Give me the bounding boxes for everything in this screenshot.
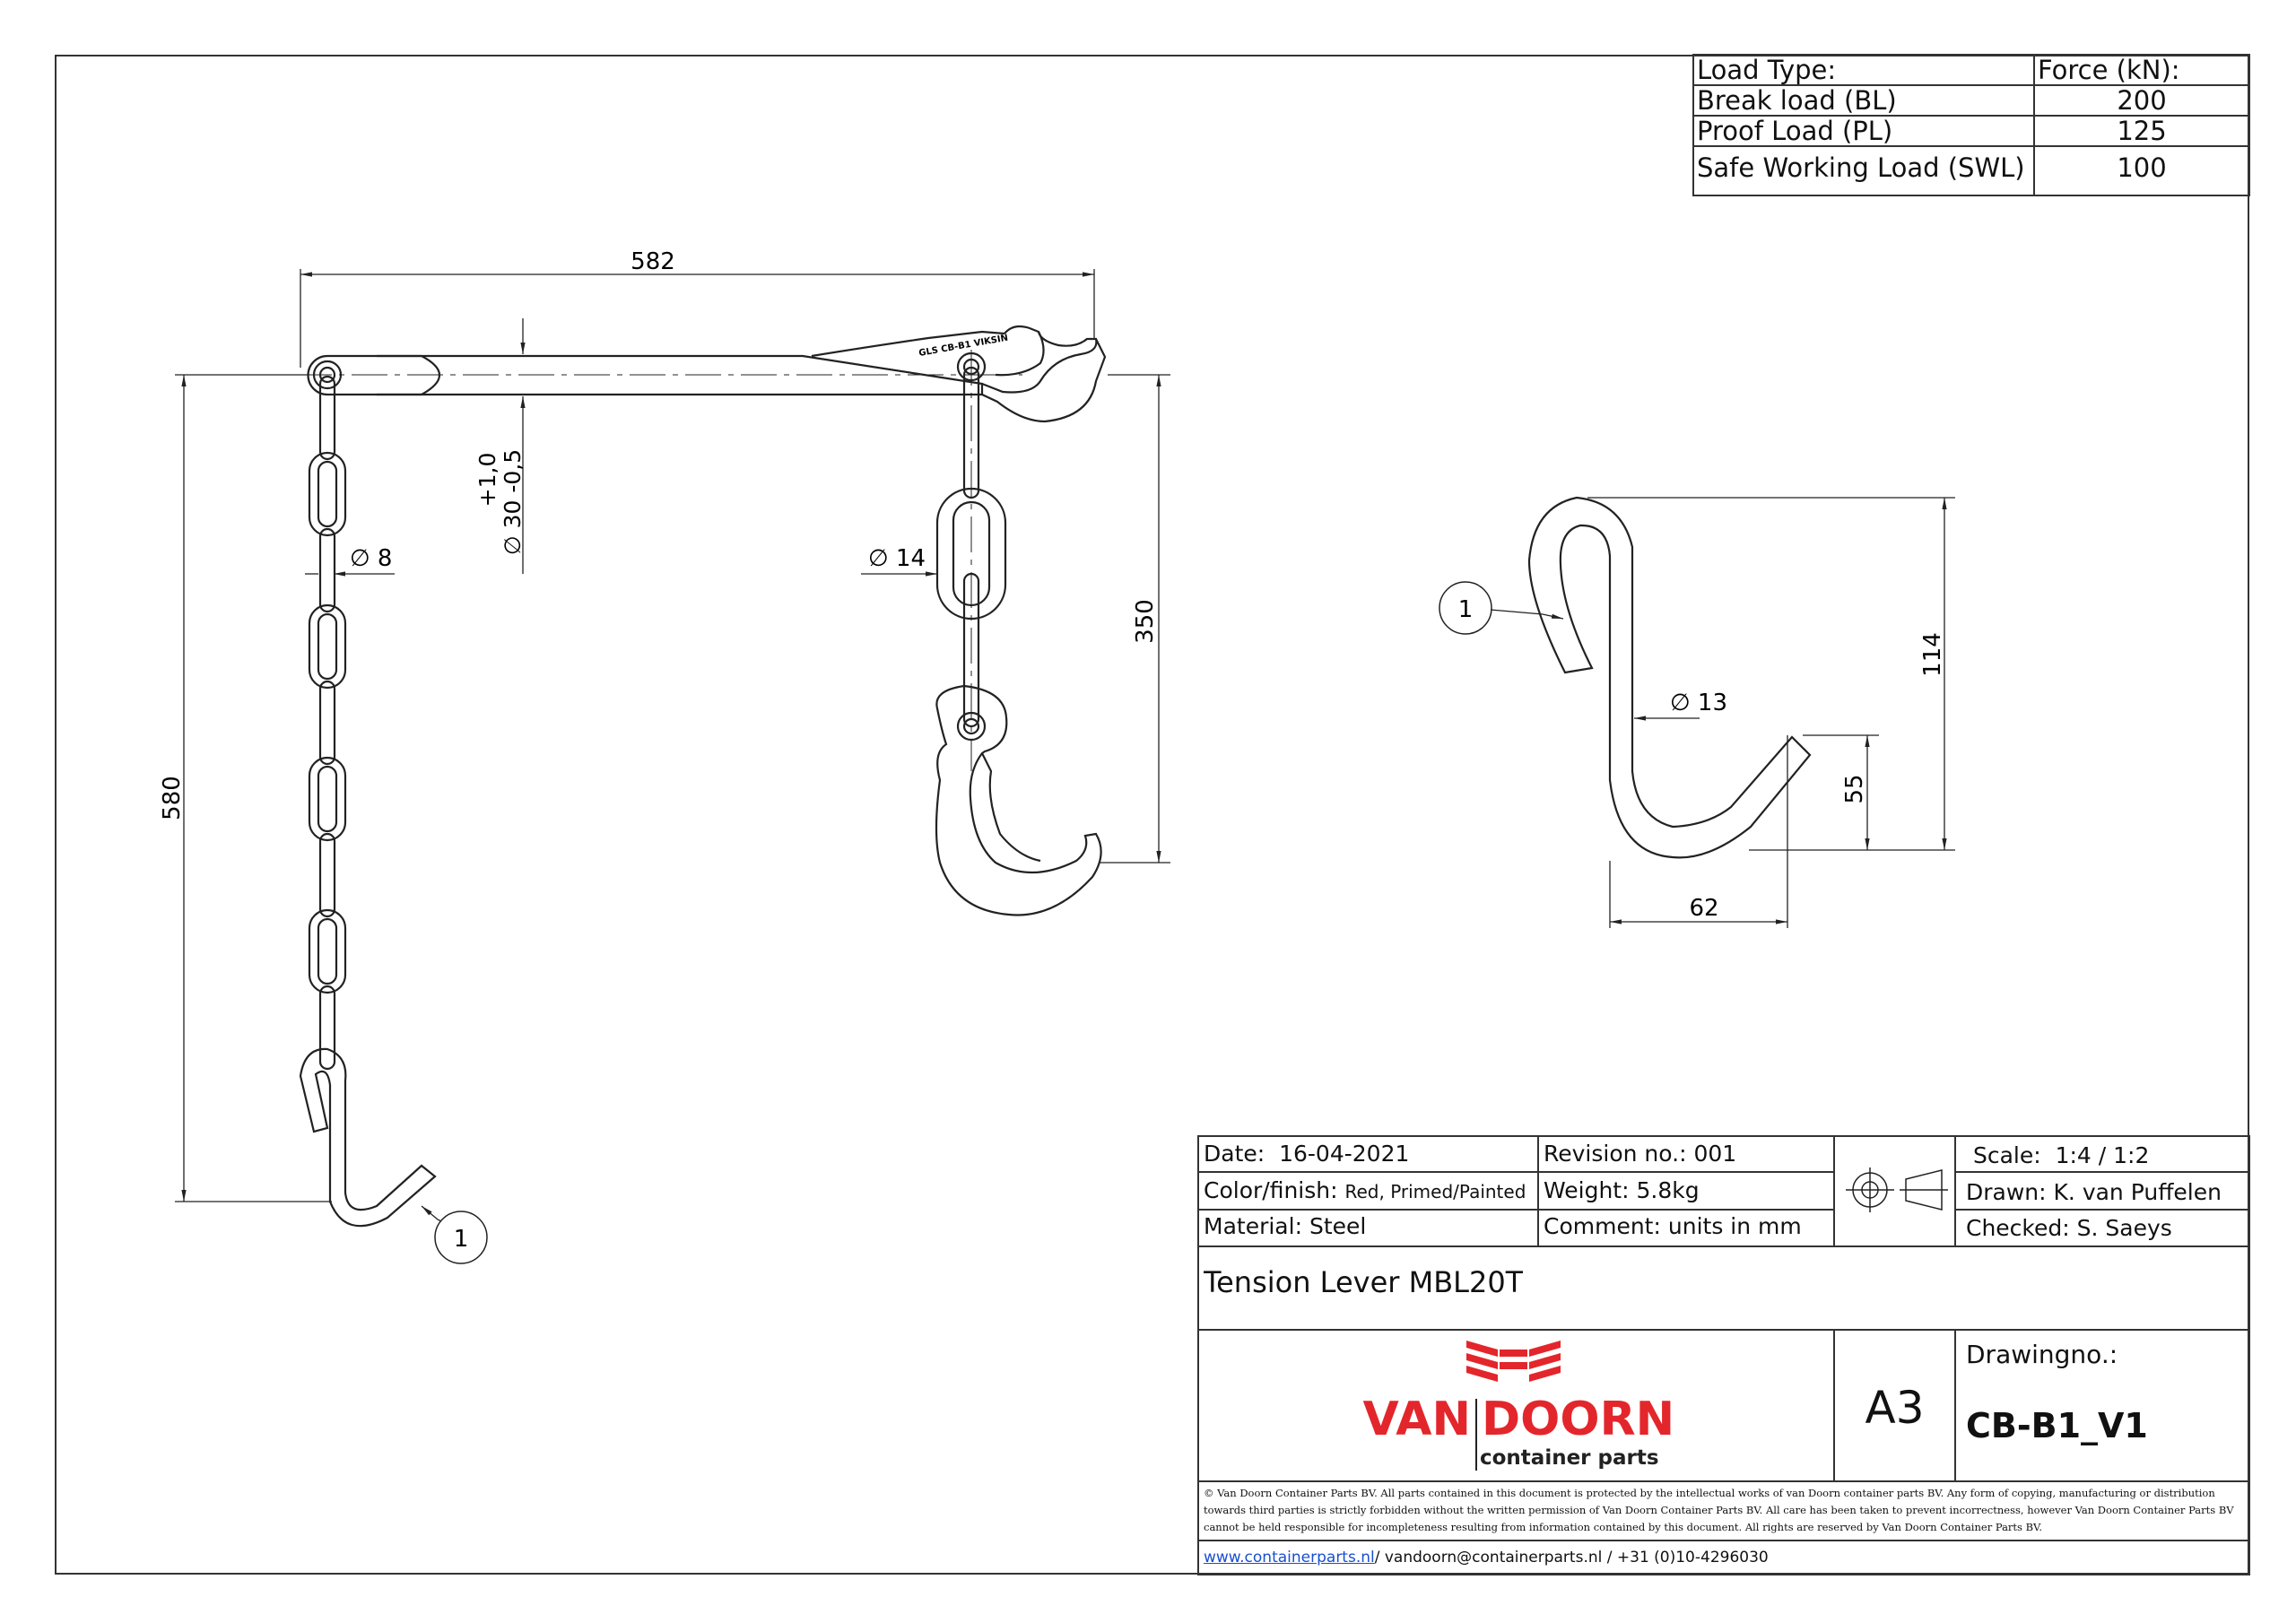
projection-symbol [1846,1167,1948,1212]
dim-shook-width: 62 [1689,895,1718,922]
break-load-value: 200 [2117,85,2167,116]
website-link[interactable]: www.containerparts.nl [1204,1549,1375,1567]
proof-load-value: 125 [2117,116,2167,146]
dim-shaft-tolerance: +1,0 [474,453,500,508]
dim-shook-tip: 55 [1841,774,1868,803]
grab-hook [935,684,1102,916]
weight-field: Weight: 5.8kg [1544,1177,1700,1203]
comment-field: Comment: units in mm [1544,1213,1802,1239]
drawingno-label: Drawingno.: [1966,1340,2118,1369]
checked-field: Checked: S. Saeys [1966,1215,2172,1241]
svg-text:container parts: container parts [1480,1446,1659,1470]
tension-lever-assembly [299,325,1107,1228]
drawingno-value: CB-B1_V1 [1966,1406,2148,1445]
load-type-header: Load Type: [1697,55,1837,85]
chain [308,375,347,1071]
date-field: Date: 16-04-2021 [1204,1141,1410,1167]
swl-value: 100 [2117,152,2167,183]
dim-shaft-diameter: ∅ 30 -0,5 [500,449,526,555]
drawing-frame [55,55,2249,1575]
break-load-label: Break load (BL) [1697,85,1897,116]
dim-hook-height: 350 [1132,599,1159,644]
lever-hook-end [981,325,1107,423]
dim-link-diameter: ∅ 14 [868,545,926,572]
dim-shook-height: 114 [1919,632,1946,677]
swl-label: Safe Working Load (SWL) [1697,152,2025,183]
proof-load-label: Proof Load (PL) [1697,116,1893,146]
lever-bar [307,354,984,396]
revision-field: Revision no.: 001 [1544,1141,1737,1167]
load-table [1692,54,2250,196]
svg-text:1: 1 [1458,596,1474,623]
dim-top-width: 582 [631,248,675,275]
title-block-grid [1197,1135,2250,1575]
dim-shook-diameter: ∅ 13 [1670,690,1727,716]
force-header: Force (kN): [2038,55,2180,85]
s-hook-detail [1527,496,1812,859]
material-field: Material: Steel [1204,1213,1367,1239]
balloon-right: 1 [1439,581,1492,635]
legal-notice: © Van Doorn Container Parts BV. All part… [1204,1487,2234,1533]
dim-chain-diameter: ∅ 8 [350,545,392,572]
scale-field: Scale: 1:4 / 1:2 [1973,1142,2150,1168]
van-doorn-logo: VAN DOORN container parts [1363,1341,1674,1471]
drawn-field: Drawn: K. van Puffelen [1966,1179,2222,1205]
footer-contact: www.containerparts.nl/ vandoorn@containe… [1204,1549,1769,1567]
svg-text:VAN: VAN [1363,1393,1471,1446]
chain-s-hook [299,1047,437,1228]
color-finish-field: Color/finish: Red, Primed/Painted [1204,1177,1526,1203]
dim-total-height: 580 [159,776,186,820]
sheet-size: A3 [1865,1382,1925,1434]
svg-text:DOORN: DOORN [1482,1393,1674,1446]
dimension-lines [175,269,1170,1202]
balloon-left: 1 [421,1205,488,1264]
svg-text:1: 1 [454,1226,469,1253]
drawing-title: Tension Lever MBL20T [1204,1265,1524,1299]
